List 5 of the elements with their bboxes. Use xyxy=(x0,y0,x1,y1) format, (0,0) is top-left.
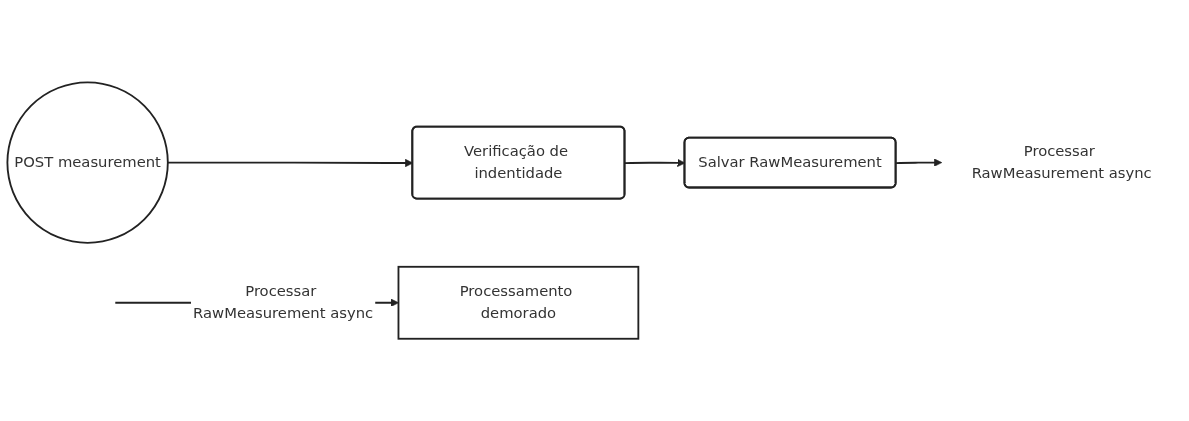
edge-label: Processar RawMeasurement async xyxy=(193,282,374,323)
arrow xyxy=(895,158,943,167)
node-text: Processar RawMeasurement async xyxy=(971,142,1152,182)
node-box: Processamento demorado xyxy=(397,265,640,340)
node-circle: POST measurement xyxy=(6,81,169,244)
